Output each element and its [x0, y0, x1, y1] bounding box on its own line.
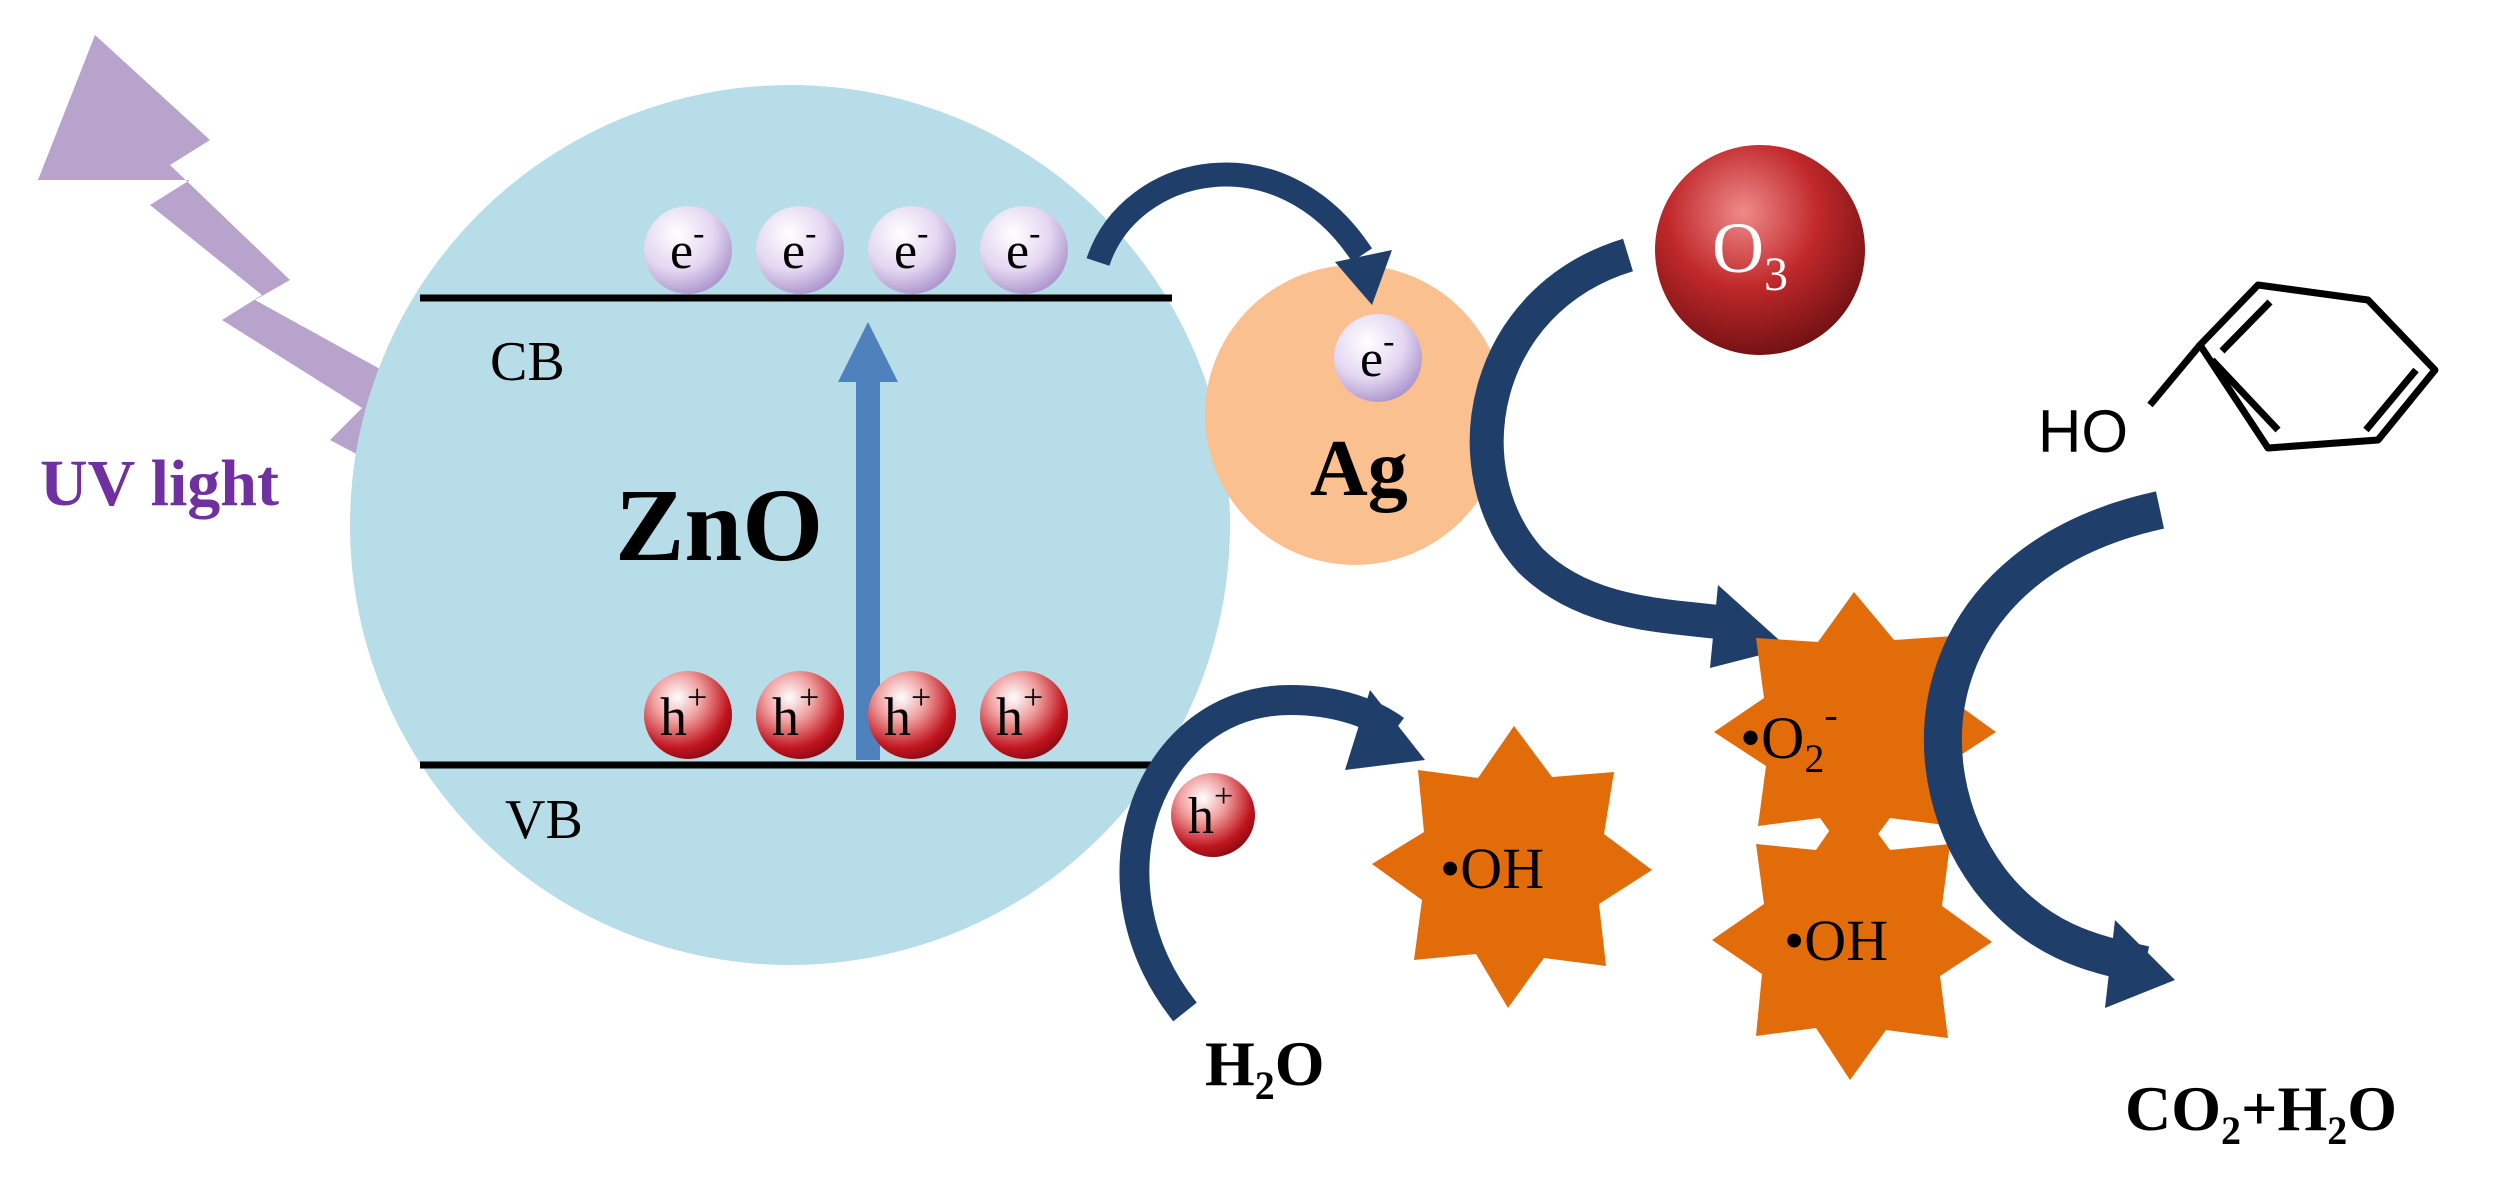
electron-particle: e-: [868, 206, 956, 294]
electron-particle: e-: [980, 206, 1068, 294]
svg-text:e-: e-: [1360, 323, 1394, 388]
ag-sphere: [1205, 265, 1505, 565]
ozone-sphere: [1655, 145, 1865, 355]
zno-label: ZnO: [615, 468, 823, 583]
cb-label: CB: [490, 331, 565, 393]
uv-lightning-icon: [38, 35, 500, 530]
svg-text:h+: h+: [884, 677, 931, 747]
phenol-ho-label: HO: [2038, 398, 2128, 465]
svg-text:h+: h+: [772, 677, 819, 747]
svg-text:e-: e-: [782, 215, 816, 280]
ag-label: Ag: [1310, 425, 1408, 513]
svg-text:h+: h+: [996, 677, 1043, 747]
water-oxidation-arrow: [1119, 684, 1404, 1022]
hole-particle: h+: [644, 671, 732, 759]
hole-particle: h+: [980, 671, 1068, 759]
solution-hole-particle: h+: [1171, 773, 1255, 857]
svg-text:e-: e-: [670, 215, 704, 280]
hydroxyl-radical-star: [1372, 726, 1652, 1008]
vb-label: VB: [505, 789, 583, 851]
electron-particle: e-: [644, 206, 732, 294]
ozone-label: O3: [1712, 208, 1788, 301]
svg-text:h+: h+: [1188, 778, 1233, 845]
mineralization-arrowhead: [2105, 920, 2175, 1008]
water-label: H2O: [1205, 1028, 1325, 1108]
hydroxyl-radical-star: [1712, 798, 1992, 1080]
products-label: CO2+H2O: [2125, 1073, 2397, 1153]
ag-electron-particle: e-: [1334, 314, 1422, 402]
water-oxidation-arrowhead: [1345, 690, 1425, 770]
excitation-arrow-head: [838, 322, 898, 382]
electron-particle: e-: [756, 206, 844, 294]
svg-text:h+: h+: [660, 677, 707, 747]
uv-light-label: UV light: [40, 447, 279, 520]
superoxide-radical-star: [1714, 592, 1996, 866]
superoxide-radical-label: •O2-: [1740, 692, 1838, 781]
phenol-structure: [2147, 281, 2439, 452]
ozone-reduction-arrow: [1469, 238, 1743, 642]
svg-text:e-: e-: [1006, 215, 1040, 280]
hydroxyl-radical-label: •OH: [1784, 908, 1888, 973]
electron-transfer-arrowhead: [1335, 250, 1392, 305]
mineralization-arrow: [1924, 491, 2165, 984]
electron-transfer-arrow: [1086, 162, 1373, 267]
hole-particle: h+: [756, 671, 844, 759]
hole-particle: h+: [868, 671, 956, 759]
hydroxyl-radical-label: •OH: [1440, 836, 1544, 901]
svg-text:e-: e-: [894, 215, 928, 280]
